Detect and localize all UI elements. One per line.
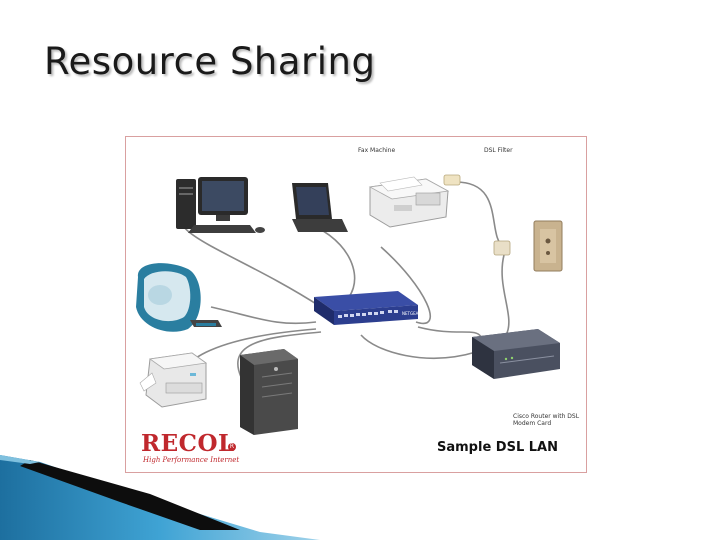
registered-mark: R [228,443,236,451]
tower-server [240,349,298,435]
desktop-pc [176,177,265,233]
fax-machine-callout: Fax Machine [358,147,396,154]
router-callout: Cisco Router with DSL Modem Card [513,413,580,427]
laptop [292,183,348,232]
cable-laptop-switch [315,226,356,306]
cable-switch-router [417,326,482,338]
router [472,329,560,379]
wall-phone-jack [533,220,563,272]
cable-filter-jack [455,181,505,248]
dsl-filter-callout: DSL Filter [484,147,513,154]
network-switch: NETGEAR [314,291,421,325]
corner-swoosh-decoration [0,455,320,540]
svg-text:NETGEAR: NETGEAR [402,311,421,316]
dsl-filter [443,174,461,186]
brand-tagline: High Performance Internet [143,456,240,464]
cable-imac-switch [210,306,317,325]
laser-printer [139,352,208,408]
diagram-caption: Sample DSL LAN [437,440,558,455]
phone-splitter [493,240,511,256]
cable-switch-fax [380,246,432,325]
cable-jack-router [501,254,510,336]
imac [136,263,222,332]
cable-switch-router-2 [360,334,477,359]
diagram-illustration: NETGEAR [136,174,563,435]
recol-logo: RECOL [141,430,235,457]
network-diagram: NETGEAR [125,136,587,473]
cable-server-switch [237,331,322,378]
slide-title: Resource Sharing [44,40,376,83]
fax-machine [368,176,450,228]
